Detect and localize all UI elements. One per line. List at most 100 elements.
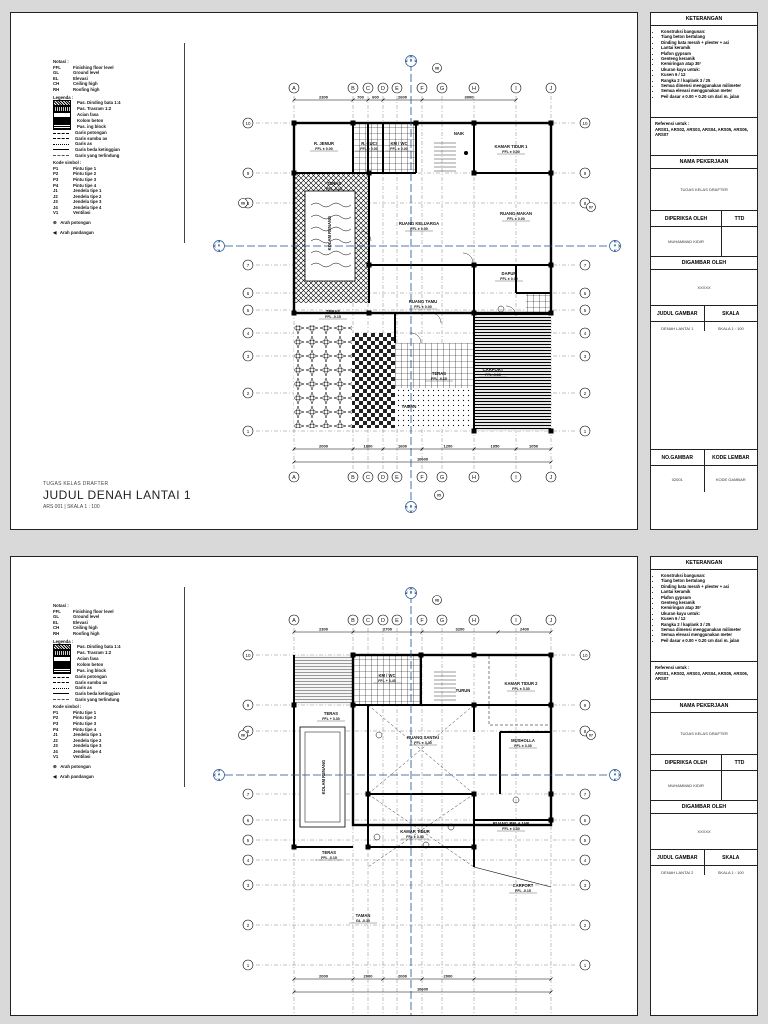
grid-letter: J <box>550 86 553 92</box>
dim-top-tick <box>292 630 296 634</box>
column <box>366 262 372 268</box>
grid-letter: C <box>366 475 370 481</box>
grid-bubble <box>242 959 254 971</box>
dim-bottom-tick <box>514 447 518 451</box>
kode-key: P1 <box>53 709 59 715</box>
room-ffl: FFL -0.15 <box>515 889 531 893</box>
kode-key: J3 <box>53 199 58 205</box>
notes-list: Konstruksi bangunan:Tiang beton bertulan… <box>651 26 757 118</box>
room-name: NAIK <box>454 131 464 136</box>
note-item: Lantai keramik <box>661 45 753 50</box>
nama-pekerjaan-value: TUGAS KELAS DRAFTER <box>651 169 757 211</box>
ttd-label: TTD <box>734 759 745 766</box>
grid-letter: H <box>472 475 476 481</box>
kode-value: Jendela tipe 3 <box>73 743 102 749</box>
kode-value: Jendela tipe 1 <box>73 732 102 738</box>
door-marker <box>512 796 520 804</box>
kode-key: J2 <box>53 737 58 743</box>
legenda-title: Legenda : <box>53 94 74 100</box>
grid-number: 1 <box>584 429 587 434</box>
view-marker-number: 08 <box>435 599 439 603</box>
kode-lembar-label: KODE LEMBAR <box>712 454 750 461</box>
section-marker-inner <box>407 503 415 511</box>
room-ffl: GL -0.30 <box>356 919 370 923</box>
grid-letter: A <box>292 86 296 92</box>
grid-number: 8 <box>584 201 587 206</box>
legenda-label: Pas. ing block <box>77 124 106 130</box>
section-marker-inner <box>611 242 619 250</box>
grid-bubble <box>545 471 557 483</box>
room-ffl: FFL ± 0.00 <box>360 147 377 151</box>
referensi-value: ARS01, ARS02, ARS03, ARS04, ARS05, ARS06… <box>655 126 749 138</box>
grid-number: 9 <box>247 171 250 176</box>
grid-number: 10 <box>582 653 588 658</box>
legenda-label: Pas. Trasram 1:2 <box>77 650 112 656</box>
legenda-swatch <box>53 124 71 131</box>
grid-letter: F <box>420 475 424 481</box>
legenda-row: Garis beda ketinggian <box>53 691 183 697</box>
note-item: Konstruksi bangunan: <box>661 29 753 34</box>
roof-edge <box>473 866 552 888</box>
grid-letter: D <box>381 86 385 92</box>
view-marker <box>432 595 442 605</box>
column <box>471 310 477 316</box>
note-item: Kusen 6 / 12 <box>661 616 753 621</box>
keterangan-header: KETERANGAN <box>651 13 757 26</box>
dim-bottom-tick <box>472 447 476 451</box>
room-name: CARPORT <box>513 883 534 888</box>
legenda-swatch <box>53 112 71 119</box>
note-item: Ukuran kayu untuk: <box>661 67 753 72</box>
room-name: TERAS <box>326 309 340 314</box>
grid-bubble <box>416 82 428 94</box>
grid-letter: B <box>351 618 355 624</box>
room-name: TURUN <box>456 688 471 693</box>
door-marker <box>375 731 383 739</box>
grid-letter: G <box>440 475 444 481</box>
kode-key: J4 <box>53 204 58 210</box>
dim-top-label: 2700 <box>383 627 393 632</box>
grid-bubble <box>242 814 254 826</box>
grid-letter: D <box>381 475 385 481</box>
column <box>365 791 371 797</box>
grid-number: 1 <box>247 429 250 434</box>
grid-bubble <box>288 471 300 483</box>
referensi-value: ARS01, ARS02, ARS03, ARS04, ARS05, ARS06… <box>655 670 749 682</box>
door-swing <box>410 332 422 344</box>
kode-lembar-value: KODE GAMBAR <box>715 476 746 482</box>
notes-list: Konstruksi bangunan:Tiang beton bertulan… <box>651 570 757 662</box>
column <box>548 702 554 708</box>
grid-bubble <box>579 259 591 271</box>
legenda-row: Garis sumbu as <box>53 680 183 686</box>
kode-value: Jendela tipe 3 <box>73 199 102 205</box>
legenda-label: Garis beda ketinggian <box>75 146 120 152</box>
grid-bubble <box>579 167 591 179</box>
column <box>291 844 297 850</box>
legenda-label: Garis sumbu as <box>75 135 108 141</box>
outer-wall <box>351 653 553 827</box>
kode-value: Pintu tipe 1 <box>73 709 97 715</box>
note-item: Rangka 2 / kaplank 3 / 25 <box>661 78 753 83</box>
dim-top-tick <box>351 630 355 634</box>
grid-bubble <box>510 471 522 483</box>
dim-top-label: 3000 <box>465 95 475 100</box>
wet-area-floor <box>353 123 416 173</box>
grid-letter: I <box>515 86 517 92</box>
void-line <box>367 793 475 868</box>
legend-divider <box>184 43 185 243</box>
dim-total-tick <box>292 460 296 464</box>
grid-letter: F <box>420 86 424 92</box>
dim-bottom-label: 1050 <box>529 444 539 449</box>
view-marker-number: 06 <box>241 202 245 206</box>
column <box>291 120 297 126</box>
room-ffl: FFL ± 0.00 <box>414 305 431 309</box>
dim-bottom-label: 1200 <box>444 444 454 449</box>
grid-bubble <box>242 699 254 711</box>
legenda-swatch <box>53 132 69 134</box>
view-marker <box>586 202 596 212</box>
legenda-row: Acian fasa <box>53 656 183 663</box>
legenda-label: Acian fasa <box>77 112 99 118</box>
room-name: KOLAM RENANG <box>321 760 326 795</box>
legenda-row: Pas. ing block <box>53 668 183 675</box>
